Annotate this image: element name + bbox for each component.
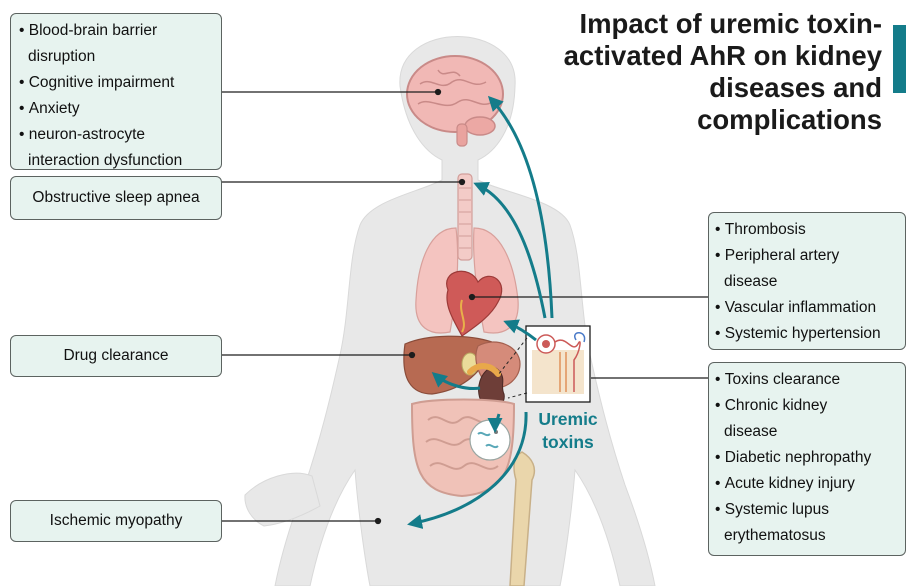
kidney-item-4: Acute kidney injury	[715, 471, 897, 497]
muscle-effects-box: Ischemic myopathy	[10, 500, 222, 542]
muscle-label: Ischemic myopathy	[50, 508, 183, 534]
brain-item-1-cont: disruption	[19, 44, 213, 70]
nephron-inset	[526, 326, 590, 402]
liver-label: Drug clearance	[63, 343, 168, 369]
uremic-toxins-label: Uremic toxins	[528, 408, 608, 454]
cardio-item-3: Vascular inflammation	[715, 295, 897, 321]
kidney-effects-box: Toxins clearance Chronic kidney disease …	[708, 362, 906, 556]
cardio-item-1: Thrombosis	[715, 217, 897, 243]
liver-effects-box: Drug clearance	[10, 335, 222, 377]
cardiovascular-effects-box: Thrombosis Peripheral artery disease Vas…	[708, 212, 906, 350]
figure-title: Impact of uremic toxin-activated AhR on …	[552, 8, 882, 136]
kidney-item-2: Chronic kidney	[715, 393, 897, 419]
uremic-line-2: toxins	[528, 431, 608, 454]
cardio-item-2-cont: disease	[715, 269, 897, 295]
cardio-item-4: Systemic hypertension	[715, 321, 897, 347]
brain-item-4-cont: interaction dysfunction	[19, 148, 213, 174]
brain-item-4: neuron-astrocyte	[19, 122, 213, 148]
kidney-item-1: Toxins clearance	[715, 367, 897, 393]
kidney-item-5-cont: erythematosus	[715, 523, 897, 549]
brain-effects-box: Blood-brain barrier disruption Cognitive…	[10, 13, 222, 170]
kidney-item-2-cont: disease	[715, 419, 897, 445]
airway-effects-box: Obstructive sleep apnea	[10, 176, 222, 220]
gut-microbe-inset	[470, 420, 510, 460]
title-accent-bar	[893, 25, 906, 93]
kidney-item-3: Diabetic nephropathy	[715, 445, 897, 471]
cardio-item-2: Peripheral artery	[715, 243, 897, 269]
brain-item-2: Cognitive impairment	[19, 70, 213, 96]
brain-item-1: Blood-brain barrier	[19, 18, 213, 44]
uremic-line-1: Uremic	[528, 408, 608, 431]
kidney-item-5: Systemic lupus	[715, 497, 897, 523]
airway-label: Obstructive sleep apnea	[32, 185, 199, 211]
trachea-organ	[458, 174, 472, 260]
brain-item-3: Anxiety	[19, 96, 213, 122]
